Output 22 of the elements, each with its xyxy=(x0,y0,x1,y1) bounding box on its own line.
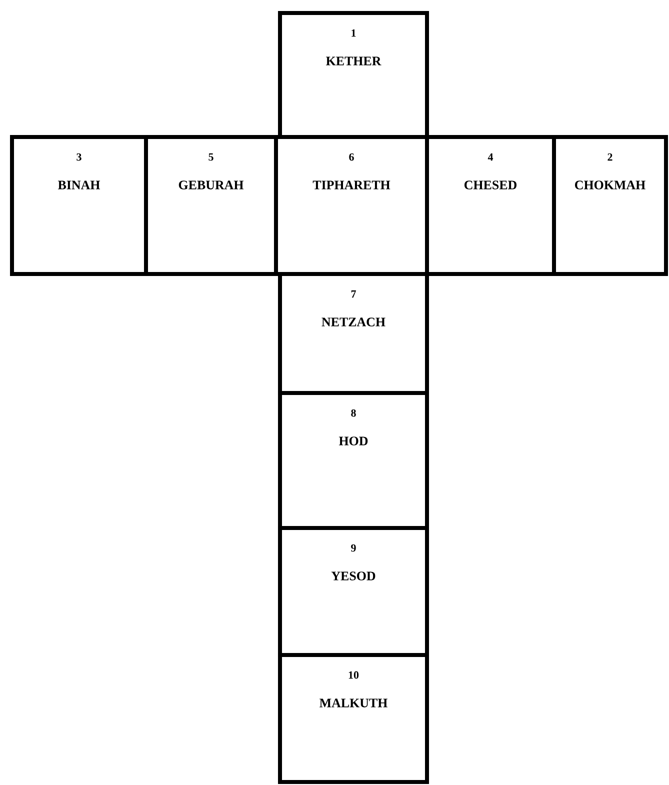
number-label: 2 xyxy=(608,153,612,161)
name-label: YESOD xyxy=(331,572,376,580)
name-label: CHOKMAH xyxy=(575,180,646,190)
name-label: GEBURAH xyxy=(178,180,244,190)
number-label: 4 xyxy=(488,153,494,161)
number-label: 9 xyxy=(351,544,356,552)
number-label: 5 xyxy=(208,153,214,161)
sephirah-box xyxy=(278,653,429,784)
name-label: MALKUTH xyxy=(320,698,388,708)
number-label: 1 xyxy=(352,29,356,37)
number-label: 3 xyxy=(76,153,82,161)
name-label: BINAH xyxy=(58,180,100,190)
name-label: TIPHARETH xyxy=(312,180,390,190)
number-label: 7 xyxy=(351,290,356,298)
number-label: 6 xyxy=(349,153,354,161)
sephirah-box xyxy=(552,135,668,276)
name-label: KETHER xyxy=(326,56,382,66)
number-label: 8 xyxy=(351,409,356,417)
name-label: HOD xyxy=(338,436,368,446)
number-label: 10 xyxy=(348,671,359,679)
name-label: NETZACH xyxy=(322,318,386,326)
name-label: CHESED xyxy=(464,180,516,190)
